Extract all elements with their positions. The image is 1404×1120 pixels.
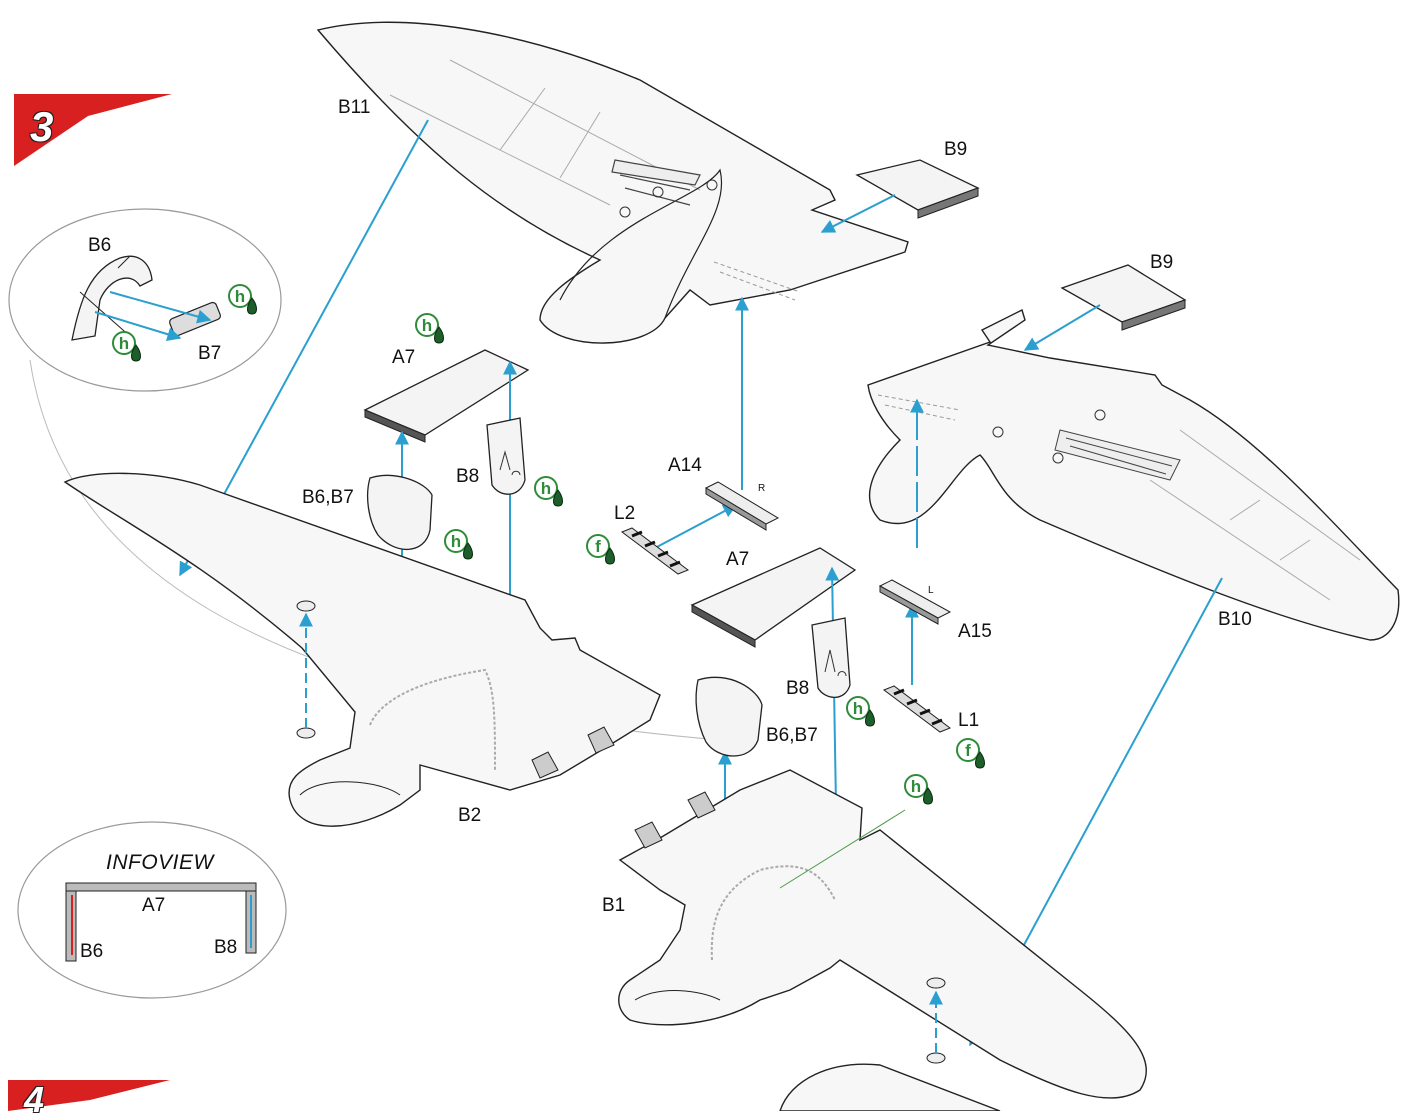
strut-a14 [704, 481, 780, 531]
infoview-b8: B8 [214, 937, 238, 958]
label-b2: B2 [458, 805, 482, 826]
svg-text:h: h [853, 699, 863, 718]
glue-f-icon: f [586, 534, 615, 565]
infoview-b6: B6 [80, 941, 104, 962]
lower-wing-b1 [618, 769, 1147, 1099]
flap-b9-1 [820, 159, 980, 233]
gear-leg-b8-2 [811, 617, 851, 699]
svg-text:f: f [595, 537, 601, 556]
strut-a15 [878, 579, 952, 625]
label-l: L [928, 585, 934, 596]
flap-b9-2 [1023, 264, 1187, 351]
label-b1: B1 [602, 895, 626, 916]
label-l2: L2 [614, 503, 636, 524]
glue-symbols: h h h h h f h f h [112, 284, 985, 805]
label-r: R [758, 483, 766, 494]
infoview-title: INFOVIEW [106, 851, 214, 874]
lower-wing-b2 [63, 472, 661, 827]
strut-l1 [882, 685, 952, 733]
strut-l2 [620, 527, 690, 575]
glue-h-icon: h [415, 313, 444, 344]
svg-text:h: h [911, 777, 921, 796]
detail-bubble [8, 208, 721, 741]
label-b11: B11 [338, 97, 371, 118]
gear-cover-b67-2 [695, 676, 763, 757]
step4-banner [8, 1080, 170, 1111]
label-b67-1: B6,B7 [302, 487, 354, 508]
svg-text:h: h [541, 479, 551, 498]
label-l1: L1 [958, 710, 980, 731]
label-b7-detail: B7 [198, 343, 222, 364]
label-a14: A14 [668, 455, 702, 476]
glue-f-icon: f [956, 738, 985, 769]
svg-text:f: f [965, 741, 971, 760]
step4-number: 4 [24, 1079, 45, 1120]
svg-text:h: h [235, 287, 245, 306]
label-b67-2: B6,B7 [766, 725, 818, 746]
step3-banner [14, 94, 172, 166]
glue-h-icon: h [228, 284, 257, 315]
label-b9-1: B9 [944, 139, 968, 160]
gear-cover-b67-1 [367, 474, 433, 551]
wing-b11 [316, 21, 909, 344]
infoview-bubble [17, 821, 287, 999]
svg-text:h: h [451, 532, 461, 551]
label-b9-2: B9 [1150, 252, 1174, 273]
gear-leg-b8-1 [486, 417, 526, 495]
label-b8-1: B8 [456, 466, 480, 487]
wing-b10 [867, 309, 1400, 641]
arrow-l2 [654, 504, 738, 549]
glue-h-icon: h [112, 331, 141, 362]
label-a7-1: A7 [392, 347, 416, 368]
infoview-a7: A7 [142, 895, 166, 916]
svg-text:h: h [422, 316, 432, 335]
label-a15: A15 [958, 621, 992, 642]
glue-h-icon: h [534, 476, 563, 507]
glue-h-icon: h [846, 696, 875, 727]
glue-h-icon: h [904, 774, 933, 805]
label-b6-detail: B6 [88, 235, 112, 256]
svg-text:h: h [119, 334, 129, 353]
glue-h-icon: h [444, 529, 473, 560]
label-a7-2: A7 [726, 549, 750, 570]
label-b10: B10 [1218, 609, 1252, 630]
step4-partial-wing [779, 1063, 1001, 1112]
step3-number: 3 [30, 103, 54, 150]
label-b8-2: B8 [786, 678, 810, 699]
